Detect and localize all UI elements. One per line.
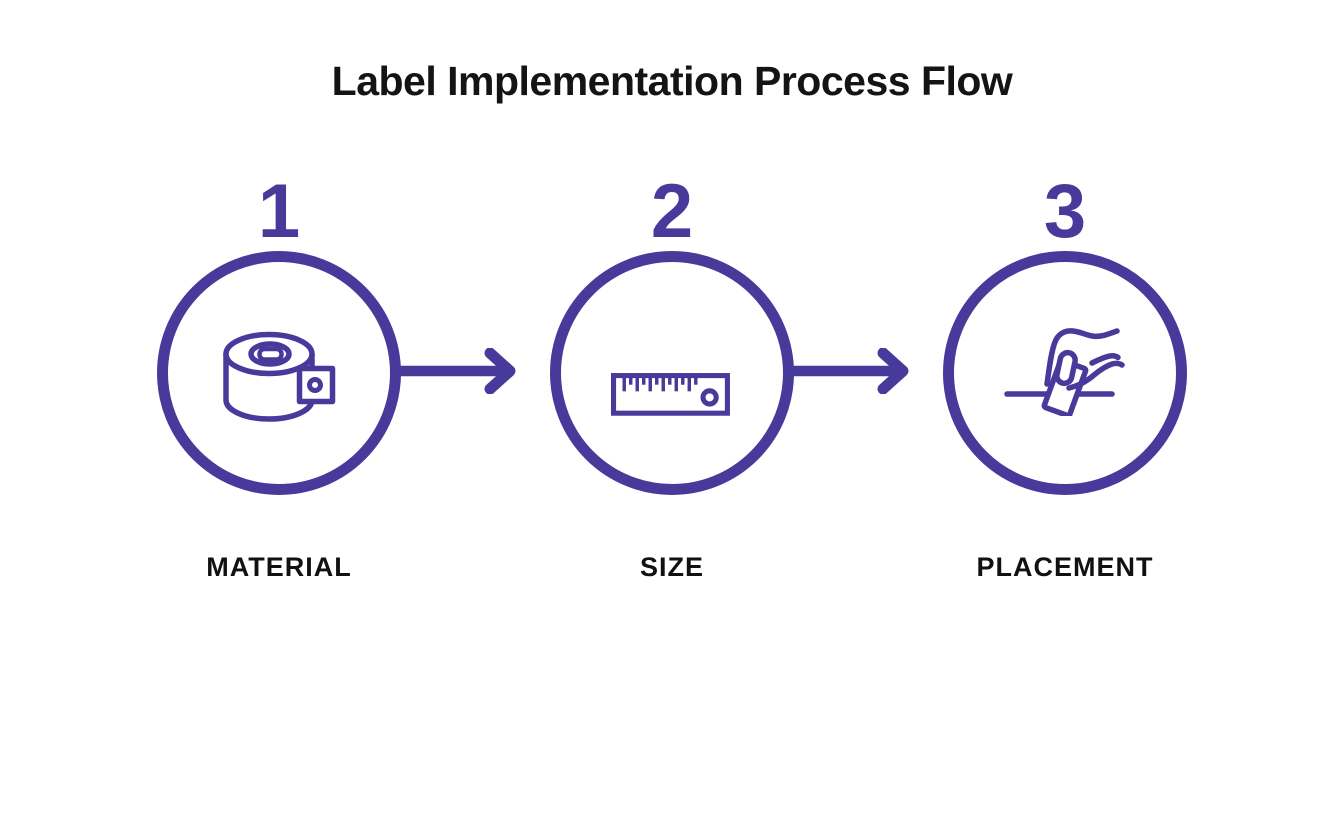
step-circle-size — [550, 251, 794, 496]
process-flow: 1 MATERIAL 2 — [0, 169, 1344, 583]
page-title: Label Implementation Process Flow — [331, 58, 1013, 104]
step-circle-material — [157, 251, 401, 496]
step-number: 2 — [650, 169, 694, 255]
hand-placing-label-icon — [1004, 328, 1125, 417]
label-roll-icon — [223, 331, 336, 422]
step-number: 1 — [257, 169, 301, 255]
ruler-icon — [611, 372, 730, 416]
step-placement: 3 PLACEMENT — [943, 169, 1187, 583]
arrow-right-icon — [790, 348, 943, 395]
arrow-right-icon — [397, 348, 550, 395]
step-label-size: SIZE — [639, 552, 704, 583]
step-size: 2 SI — [550, 169, 794, 583]
step-circle-placement — [943, 251, 1187, 496]
step-label-placement: PLACEMENT — [976, 552, 1154, 583]
step-number: 3 — [1043, 169, 1087, 255]
step-label-material: MATERIAL — [206, 552, 352, 583]
step-material: 1 MATERIAL — [157, 169, 401, 583]
